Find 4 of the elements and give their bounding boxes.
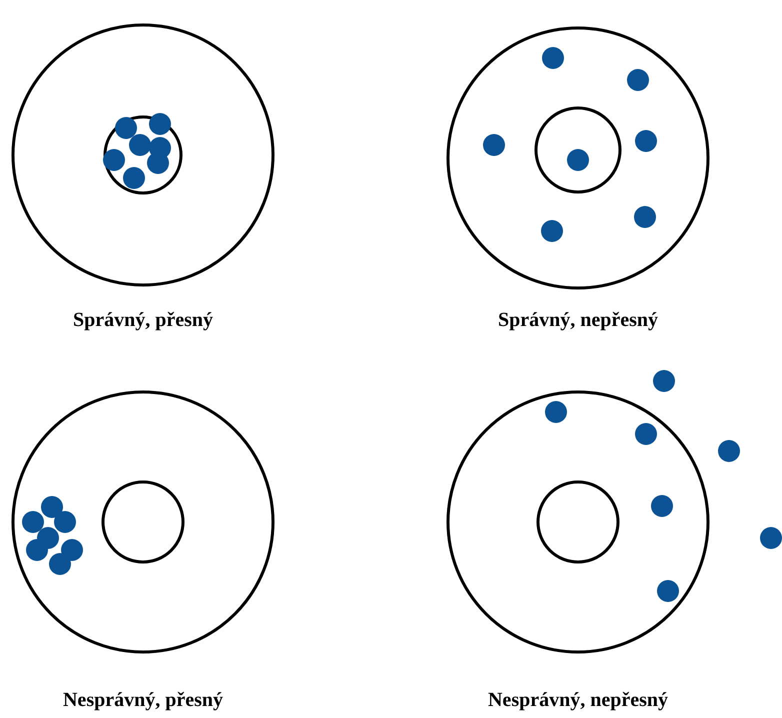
- caption: Nesprávný, nepřesný: [488, 690, 668, 710]
- caption: Správný, přesný: [72, 310, 214, 330]
- caption: Nesprávný, přesný: [63, 690, 223, 710]
- caption: Správný, nepřesný: [498, 310, 658, 330]
